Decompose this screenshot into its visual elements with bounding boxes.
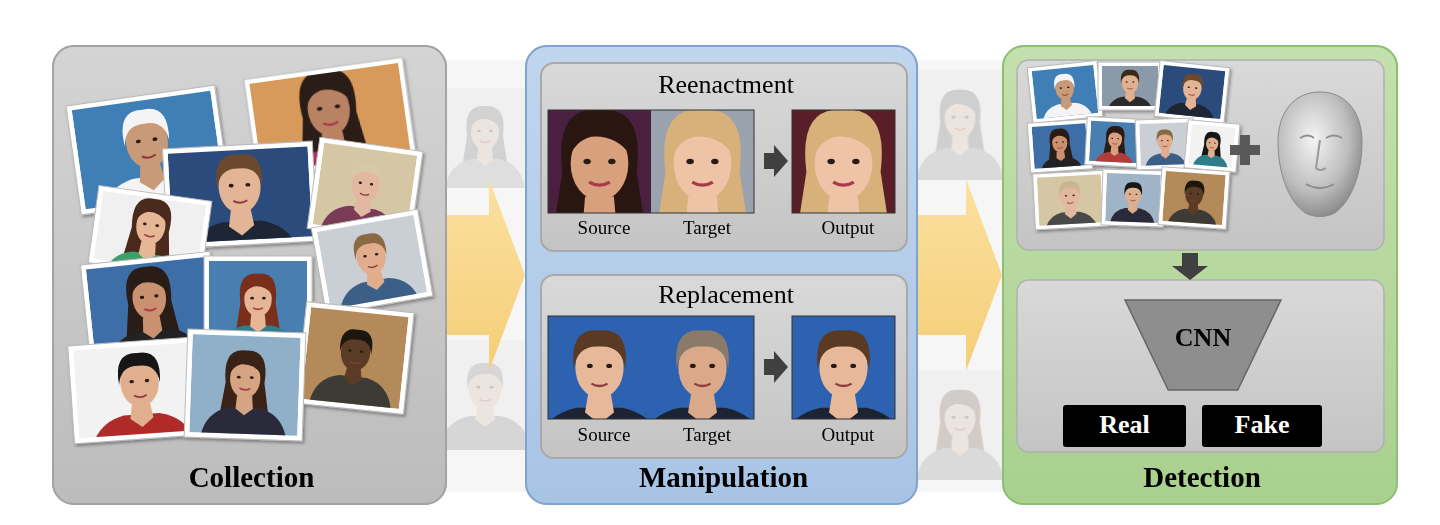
photo-caption: Target: [655, 217, 759, 239]
photo-caption: Source: [552, 424, 656, 446]
down-arrow: [1172, 253, 1208, 280]
panel-title: Manipulation: [527, 461, 920, 494]
box-title: Reenactment: [542, 70, 910, 100]
photo-caption: Output: [796, 217, 900, 239]
panel-title: Collection: [54, 461, 449, 494]
faded-photos: [430, 70, 1015, 480]
flow-arrow: [447, 179, 525, 371]
reenactment-box: ReenactmentSourceTarget Output: [540, 62, 908, 252]
photo-caption: Source: [552, 217, 656, 239]
detection-panel: Detection CNN Real Fake: [1002, 45, 1398, 505]
class-label: Fake: [1202, 410, 1322, 440]
panel-title: Detection: [1004, 461, 1400, 494]
transfer-arrow: [764, 351, 788, 383]
transfer-arrow: [764, 145, 788, 177]
replacement-box: ReplacementSourceTarget Output: [540, 274, 908, 459]
real-output-box: Real: [1063, 405, 1186, 447]
class-label: Real: [1063, 410, 1186, 440]
flow-arrow: [918, 179, 1002, 371]
classifier-subpanel: [1017, 280, 1384, 452]
plus-sign: [1230, 135, 1260, 165]
detection-dataset-photos: [1027, 58, 1240, 234]
detection-subpanels: [1017, 60, 1384, 452]
face-mesh: [1278, 92, 1362, 217]
trapezoid-shape: [1125, 300, 1281, 390]
box-title: Replacement: [542, 280, 910, 310]
manipulation-panel: ManipulationReenactmentSourceTargetOutpu…: [525, 45, 918, 505]
collection-photos: [64, 33, 434, 459]
reenactment-photos: [497, 73, 947, 279]
cnn-trapezoid: CNN: [1124, 299, 1282, 391]
fake-output-box: Fake: [1202, 405, 1322, 447]
collection-panel: Collection: [52, 45, 447, 505]
replacement-photos: [519, 297, 924, 458]
photo-caption: Output: [796, 424, 900, 446]
photo-caption: Target: [655, 424, 759, 446]
detection-panel-fill: [1002, 45, 1398, 505]
cnn-label: CNN: [1124, 323, 1282, 353]
